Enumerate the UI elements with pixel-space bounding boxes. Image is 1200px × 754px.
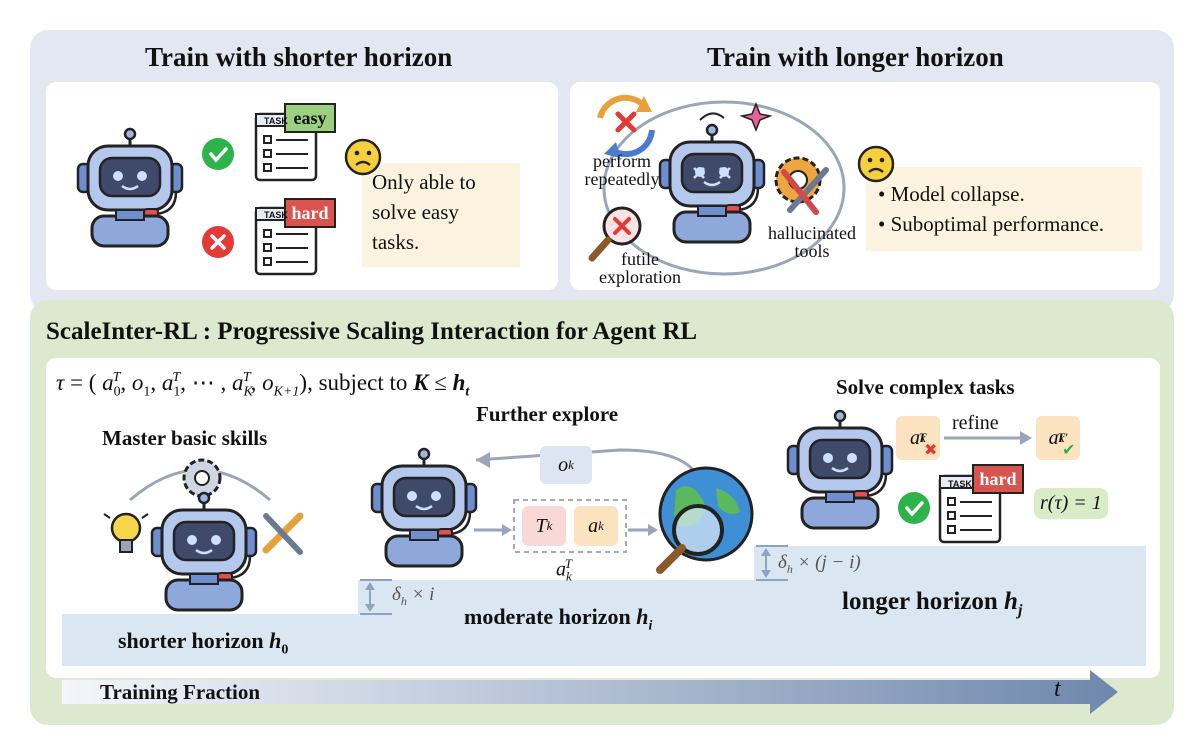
orbit-ring: [602, 100, 846, 276]
robot-icon: [786, 409, 894, 530]
hard-tag: hard: [972, 464, 1024, 494]
action-label: akT: [556, 556, 573, 584]
perform-repeatedly-label: perform repeatedly: [584, 151, 660, 189]
training-fraction-arrow: [62, 670, 1118, 714]
step-shorter: [62, 614, 358, 666]
solve-heading: Solve complex tasks: [836, 375, 1015, 399]
right-note: • Model collapse. • Suboptimal performan…: [866, 167, 1142, 251]
left-note: Only able to solve easy tasks.: [362, 163, 520, 267]
moderate-horizon-label: moderate horizon hi: [464, 604, 653, 634]
gear-wrench-icon: [774, 156, 829, 215]
master-heading: Master basic skills: [102, 426, 268, 450]
robot-icon: [370, 447, 478, 568]
step-moderate: [358, 580, 754, 666]
further-heading: Further explore: [476, 402, 619, 426]
check-icon: [896, 490, 932, 526]
star-icon: [739, 101, 773, 133]
delta-i-bracket: [360, 579, 392, 615]
check-icon: ✔: [1062, 440, 1076, 459]
delta-j-label: δh × (j − i): [778, 552, 861, 576]
dizzy-eyes: [693, 167, 731, 179]
step-longer: [754, 546, 1146, 666]
delta-j-bracket: [756, 545, 788, 581]
magnifier-icon: [588, 206, 642, 262]
bottom-title: ScaleInter-RL : Progressive Scaling Inte…: [46, 318, 698, 345]
globe-icon: [656, 466, 754, 574]
gear-icon: [182, 458, 222, 498]
task-label: TASK: [948, 479, 972, 489]
right-title: Train with longer horizon: [707, 42, 1004, 72]
easy-tag: easy: [284, 103, 336, 133]
refine-label: refine: [952, 412, 999, 434]
cross-icon: ✖: [924, 440, 938, 459]
futile-exploration-label: futile exploration: [599, 249, 681, 287]
formula: τ = ( a0T, o1, a1T, ⋯ , aKT, oK+1), subj…: [56, 370, 470, 400]
task-label: TASK: [264, 116, 288, 126]
left-title: Train with shorter horizon: [145, 42, 453, 72]
time-label: t: [1054, 676, 1061, 702]
tools-icon: [262, 512, 304, 555]
shorter-horizon-label: shorter horizon h0: [118, 628, 289, 658]
cycle-arrows-icon: [597, 94, 655, 158]
hallucinated-tools-label: hallucinated tools: [768, 223, 856, 261]
hard-tag: hard: [284, 198, 336, 228]
robot-icon: [150, 491, 258, 612]
action-group: [513, 499, 627, 553]
reward: r(τ) = 1: [1034, 488, 1108, 519]
longer-horizon-label: longer horizon hj: [842, 588, 1023, 619]
lightbulb-icon: [103, 512, 149, 553]
dizzy-swirl: [699, 112, 725, 121]
delta-i-label: δh × i: [392, 584, 435, 608]
task-label: TASK: [264, 210, 288, 220]
training-fraction-label: Training Fraction: [100, 680, 261, 704]
